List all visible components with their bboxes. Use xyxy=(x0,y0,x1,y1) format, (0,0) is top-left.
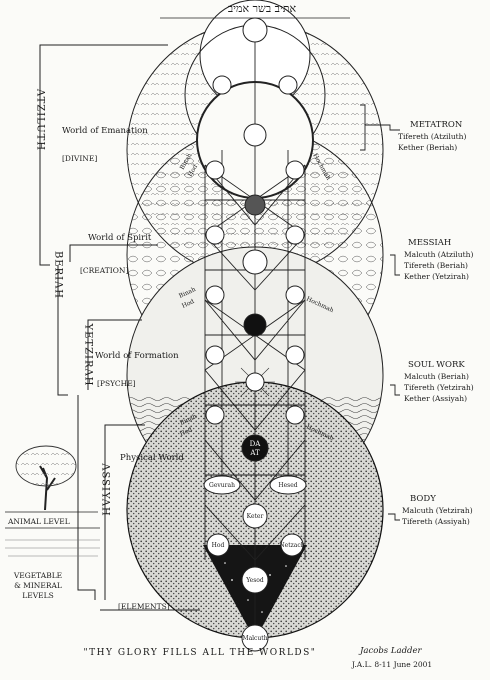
beriah-vertical-label: BERIAH xyxy=(53,251,64,299)
yetzirah-vertical-label: YETZIRAH xyxy=(83,323,94,387)
right-labels: METATRON Tifereth (Atziluth) Kether (Ber… xyxy=(398,120,474,526)
sefira-nodes xyxy=(203,17,307,652)
world-spirit-label: World of Spirit xyxy=(88,233,152,243)
vegetable-level-label-2: & MINERAL xyxy=(14,581,62,590)
soul-work-line-3: Kether (Assiyah) xyxy=(404,394,467,403)
soul-work-line-1: Malcuth (Beriah) xyxy=(404,372,469,381)
world-labels: World of Emanation [DIVINE] World of Spi… xyxy=(62,126,184,611)
right-brackets xyxy=(360,104,400,521)
hesed-label: Hesed xyxy=(278,482,297,489)
divine-tag: [DIVINE] xyxy=(62,154,97,163)
psyche-tag: [PSYCHE] xyxy=(97,379,136,388)
netzach-label: Netzach xyxy=(279,542,304,549)
world-formation-label: World of Formation xyxy=(95,351,179,361)
hod-label-4: Hod xyxy=(212,542,225,549)
yesod-label: Yesod xyxy=(245,577,264,584)
hebrew-title: אתיב בשר אמיב xyxy=(228,2,297,15)
messiah-line-3: Kether (Yetzirah) xyxy=(404,272,469,281)
tree-illustration xyxy=(5,445,100,557)
caption: "THY GLORY FILLS ALL THE WORLDS" xyxy=(84,648,317,658)
signature-date: J.A.L. 8-11 June 2001 xyxy=(351,660,432,669)
creation-tag: [CREATION] xyxy=(80,266,128,275)
daat-label-1: DA xyxy=(250,440,262,448)
assiyah-vertical-label: ASSIYAH xyxy=(100,462,111,516)
soul-work-title: SOUL WORK xyxy=(408,360,465,370)
keter-label: Keter xyxy=(247,513,264,520)
gevurah-label: Gevurah xyxy=(209,482,235,489)
elements-tag: [ELEMENTS] xyxy=(118,602,170,611)
signature-title: Jacobs Ladder xyxy=(358,646,422,656)
malkuth-label: Malcuth xyxy=(242,635,267,642)
world-brackets xyxy=(39,44,200,611)
hod-label-2: Hod xyxy=(181,298,196,310)
messiah-line-1: Malcuth (Atziluth) xyxy=(404,250,473,259)
hod-label-3: Hod xyxy=(179,426,194,438)
vertical-world-names: ATZILUTH BERIAH YETZIRAH ASSIYAH xyxy=(35,88,111,517)
world-emanation-label: World of Emanation xyxy=(62,126,148,136)
body-title: BODY xyxy=(410,494,436,504)
physical-world-label: Physical World xyxy=(120,453,184,463)
vegetable-level-label-3: LEVELS xyxy=(22,591,53,600)
metatron-line-2: Kether (Beriah) xyxy=(398,143,457,152)
atziluth-vertical-label: ATZILUTH xyxy=(35,88,46,151)
messiah-title: MESSIAH xyxy=(408,238,451,248)
body-line-2: Tifereth (Assiyah) xyxy=(402,517,470,526)
metatron-line-1: Tifereth (Atziluth) xyxy=(398,132,467,141)
soul-work-line-2: Tifereth (Yetzirah) xyxy=(404,383,474,392)
metatron-title: METATRON xyxy=(410,120,463,130)
daat-label-2: AT xyxy=(249,449,260,457)
animal-level-label: ANIMAL LEVEL xyxy=(7,517,70,526)
body-line-1: Malcuth (Yetzirah) xyxy=(402,506,473,515)
messiah-line-2: Tifereth (Beriah) xyxy=(404,261,468,270)
vegetable-level-label-1: VEGETABLE xyxy=(13,571,62,580)
